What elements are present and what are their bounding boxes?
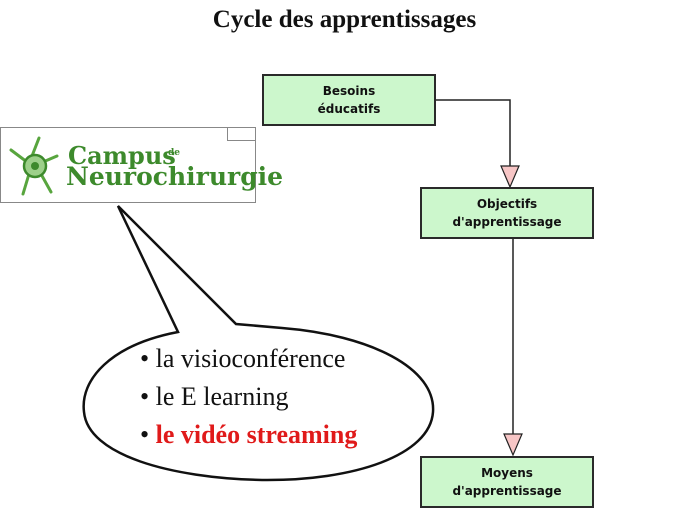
bullet-item: • le E learning — [140, 382, 289, 411]
bubble-bullet-list: • la visioconférence • le E learning • l… — [140, 340, 357, 454]
logo-word-campus: Campus — [68, 141, 176, 170]
page-title: Cycle des apprentissages — [212, 6, 477, 33]
logo-word-de: de — [168, 148, 181, 158]
box-objectifs-apprentissage: Objectifs d'apprentissage — [420, 187, 594, 239]
logo-corner-box — [227, 127, 256, 141]
bullet-item-highlight: • le vidéo streaming — [140, 420, 358, 449]
box-label-line: d'apprentissage — [452, 484, 562, 498]
box-label-line: d'apprentissage — [452, 215, 562, 229]
box-besoins-educatifs: Besoins éducatifs — [262, 74, 436, 126]
campus-logo — [0, 127, 256, 203]
logo-word-neurochirurgie: Neurochirurgie — [66, 162, 284, 191]
box-label-line: Objectifs — [476, 197, 538, 211]
box-label-line: Besoins — [322, 84, 376, 98]
box-label-line: éducatifs — [317, 102, 381, 116]
box-label-line: Moyens — [481, 466, 533, 480]
speech-bubble — [82, 205, 435, 482]
connector-besoins-objectifs — [436, 99, 511, 168]
bullet-item: • la visioconférence — [140, 344, 346, 373]
arrowhead-objectifs — [500, 165, 520, 189]
neuron-icon — [9, 136, 59, 196]
arrowhead-moyens — [503, 433, 523, 457]
box-moyens-apprentissage: Moyens d'apprentissage — [420, 456, 594, 508]
